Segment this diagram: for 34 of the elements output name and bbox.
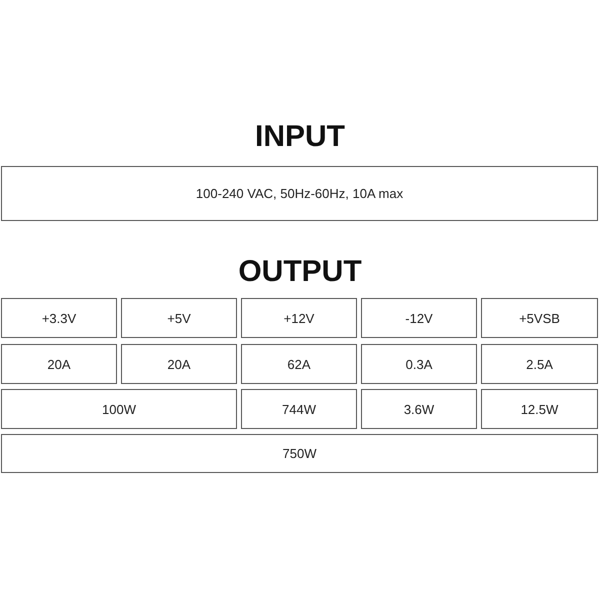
cell-text: 62A — [287, 356, 311, 372]
section-heading: OUTPUT — [237, 254, 363, 290]
output-spec-cell — [361, 344, 477, 384]
cell-text: +3.3V — [42, 310, 76, 326]
cell-text: 750W — [282, 446, 316, 461]
cell-text: +12V — [284, 310, 314, 326]
cell-text: +5V — [167, 310, 191, 326]
output-spec-cell — [1, 298, 117, 338]
cell-text: 100W — [102, 402, 136, 416]
output-spec-cell — [361, 298, 477, 338]
cell-text: 12.5W — [520, 402, 558, 416]
output-spec-cell — [481, 344, 598, 384]
input-spec-cell — [1, 166, 598, 221]
section-heading: INPUT — [254, 119, 346, 155]
output-spec-cell — [481, 389, 598, 429]
cell-text: -12V — [405, 310, 433, 326]
output-spec-cell — [121, 298, 237, 338]
output-spec-cell — [1, 344, 117, 384]
cell-text: 2.5A — [526, 356, 553, 372]
cell-text: 3.6W — [404, 402, 434, 416]
cell-text: 100-240 VAC, 50Hz-60Hz, 10A max — [196, 186, 404, 201]
cell-text: 744W — [282, 402, 316, 416]
cell-text: 20A — [47, 356, 71, 372]
output-spec-cell — [241, 389, 357, 429]
cell-text: +5VSB — [519, 310, 560, 326]
cell-text: 0.3A — [406, 356, 432, 372]
output-spec-cell — [481, 298, 598, 338]
output-spec-cell — [361, 389, 477, 429]
output-spec-cell — [1, 434, 598, 473]
output-spec-cell — [1, 389, 237, 429]
cell-text: 20A — [167, 356, 191, 372]
output-spec-cell — [121, 344, 237, 384]
output-spec-cell — [241, 298, 357, 338]
output-spec-cell — [241, 344, 357, 384]
